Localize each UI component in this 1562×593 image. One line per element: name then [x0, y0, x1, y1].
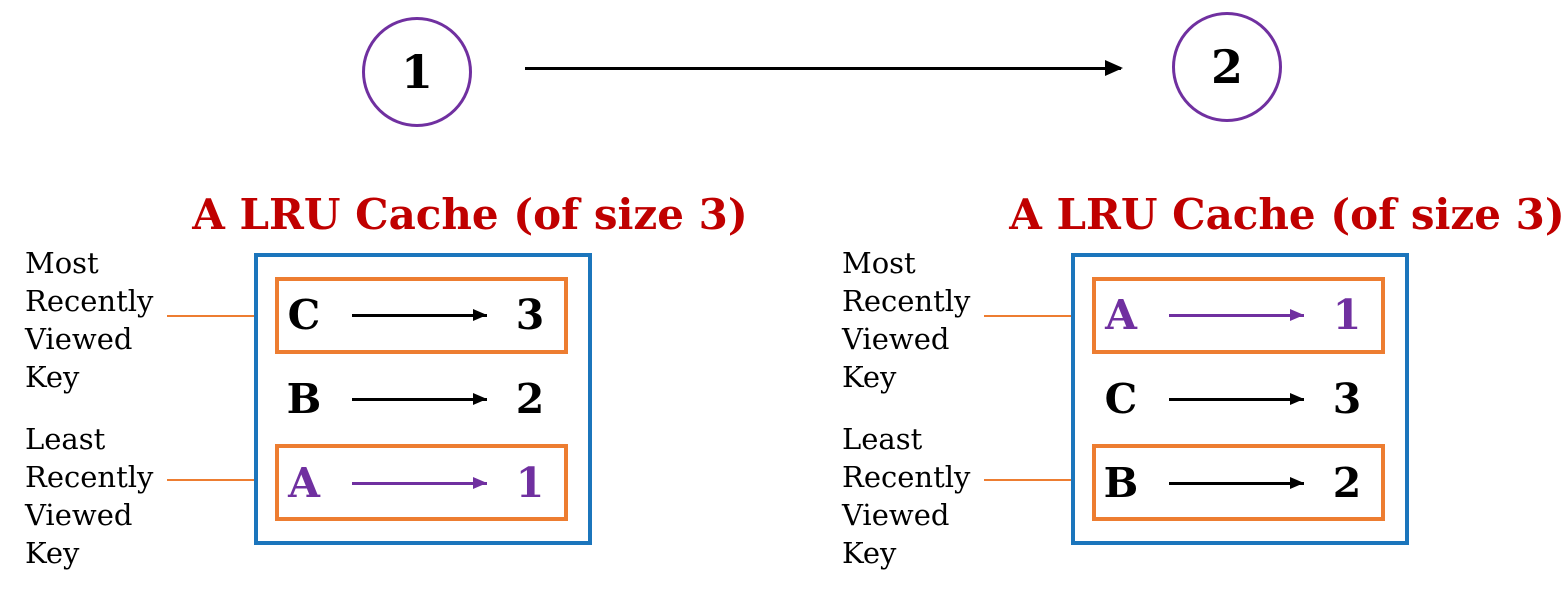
row-value: 2 [1332, 459, 1362, 507]
lru-connector-line [984, 479, 1092, 481]
mapping-arrow-icon [1169, 398, 1304, 401]
row-value: 3 [515, 291, 545, 339]
label-line: Recently [25, 460, 154, 494]
row-key: C [1104, 375, 1138, 423]
row-value: 2 [515, 375, 545, 423]
mapping-arrow-icon [352, 482, 487, 485]
label-line: Viewed [842, 498, 950, 532]
label-line: Viewed [842, 322, 950, 356]
mru-connector-line [167, 315, 275, 317]
least-recently-viewed-label: Least Recently Viewed Key [842, 420, 970, 572]
lru-panel-after: A LRU Cache (of size 3) Most Recently Vi… [817, 0, 1562, 593]
mapping-arrow-icon [1169, 314, 1304, 317]
row-key: B [286, 375, 322, 423]
row-value: 1 [1332, 291, 1362, 339]
label-line: Key [842, 360, 897, 394]
flow-arrow-icon [525, 67, 1121, 70]
row-key: A [288, 459, 320, 507]
row-key: B [1103, 459, 1139, 507]
flow-node-1-label: 1 [400, 45, 433, 99]
label-line: Key [25, 536, 80, 570]
label-line: Least [25, 422, 106, 456]
panel-title: A LRU Cache (of size 3) [192, 190, 748, 239]
mapping-arrow-icon [1169, 482, 1304, 485]
most-recently-viewed-label: Most Recently Viewed Key [842, 244, 970, 396]
least-recently-viewed-label: Least Recently Viewed Key [25, 420, 153, 572]
label-line: Recently [842, 284, 971, 318]
label-line: Viewed [25, 322, 133, 356]
row-value: 1 [515, 459, 545, 507]
label-line: Viewed [25, 498, 133, 532]
label-line: Most [842, 246, 916, 280]
row-key: A [1105, 291, 1137, 339]
lru-highlight-box [1092, 444, 1385, 521]
mapping-arrow-icon [352, 398, 487, 401]
label-line: Least [842, 422, 923, 456]
flow-node-2-label: 2 [1210, 40, 1243, 94]
mru-connector-line [984, 315, 1092, 317]
row-value: 3 [1332, 375, 1362, 423]
lru-panel-before: A LRU Cache (of size 3) Most Recently Vi… [0, 0, 762, 593]
most-recently-viewed-label: Most Recently Viewed Key [25, 244, 153, 396]
label-line: Key [25, 360, 80, 394]
row-key: C [287, 291, 321, 339]
flow-node-1: 1 [362, 17, 472, 127]
mru-highlight-box [275, 277, 568, 354]
label-line: Most [25, 246, 99, 280]
panel-title: A LRU Cache (of size 3) [1009, 190, 1562, 239]
label-line: Recently [25, 284, 154, 318]
lru-highlight-box [275, 444, 568, 521]
label-line: Recently [842, 460, 971, 494]
label-line: Key [842, 536, 897, 570]
flow-node-2: 2 [1172, 12, 1282, 122]
lru-connector-line [167, 479, 275, 481]
mru-highlight-box [1092, 277, 1385, 354]
mapping-arrow-icon [352, 314, 487, 317]
